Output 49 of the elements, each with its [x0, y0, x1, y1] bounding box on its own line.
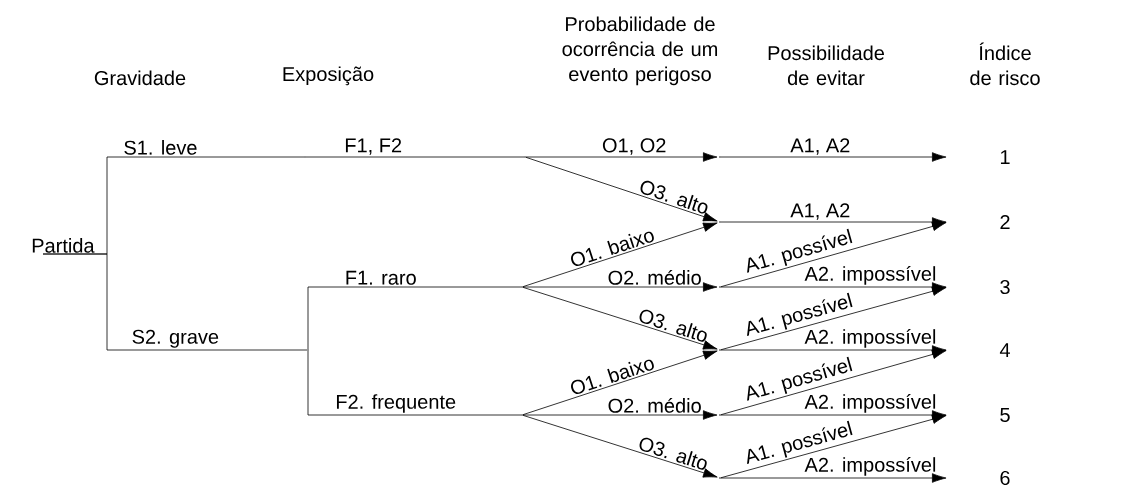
edge-label: S2. grave [132, 329, 219, 348]
edge-label: O3. alto [639, 437, 707, 470]
edge-label: A2. impossível [804, 456, 936, 476]
edge-label: O2. médio [608, 397, 701, 413]
arrow [720, 221, 947, 288]
edge-label: F1. raro [346, 270, 416, 285]
arrow [720, 414, 947, 479]
edge-label: O1. baixo [571, 231, 654, 266]
column-header: Gravidade [94, 70, 186, 86]
edge-label: O2. médio [608, 269, 701, 285]
edge-label: A1, A2 [790, 203, 850, 220]
risk-index: 3 [1000, 279, 1010, 295]
column-header: Probabilidade de ocorrência de um evento perigoso [562, 16, 717, 86]
risk-index: 1 [1000, 150, 1010, 164]
arrow [720, 152, 947, 162]
edge-label: F1, F2 [345, 138, 402, 155]
edge-label: A2. impossível [804, 328, 936, 348]
arrow [525, 152, 718, 162]
edge-label: A1, A2 [790, 138, 850, 155]
arrow [522, 286, 718, 350]
edge-label: S1. leve [124, 140, 197, 155]
edge-label: O3. alto [639, 309, 707, 342]
connector-line [307, 286, 522, 350]
column-header: Índice de risco [970, 42, 1040, 86]
connector-line [42, 253, 308, 351]
arrow [522, 222, 718, 288]
connector-line [307, 350, 522, 416]
risk-index: 4 [999, 343, 1010, 357]
arrow [720, 349, 947, 416]
edge-label: A2. impossível [804, 393, 936, 413]
start-label: Partida [32, 238, 95, 253]
arrow [720, 473, 947, 483]
column-header: Exposição [283, 66, 374, 86]
risk-index: 6 [1000, 470, 1010, 485]
edge-label: A2. impossível [804, 265, 936, 285]
connector-line [305, 156, 525, 158]
column-header: Possibilidade de evitar [768, 45, 884, 86]
arrow [522, 410, 718, 420]
arrow [522, 350, 718, 416]
risk-index: 2 [1000, 215, 1010, 229]
arrow [525, 156, 718, 222]
edge-label: O1, O2 [602, 138, 666, 155]
arrow [522, 282, 718, 292]
arrow [522, 414, 718, 478]
edge-label: O3. alto [640, 180, 708, 214]
risk-index: 5 [1000, 408, 1010, 422]
arrow [720, 286, 947, 351]
edge-label: F2. frequente [337, 394, 456, 413]
edge-label: O1. baixo [571, 359, 654, 394]
